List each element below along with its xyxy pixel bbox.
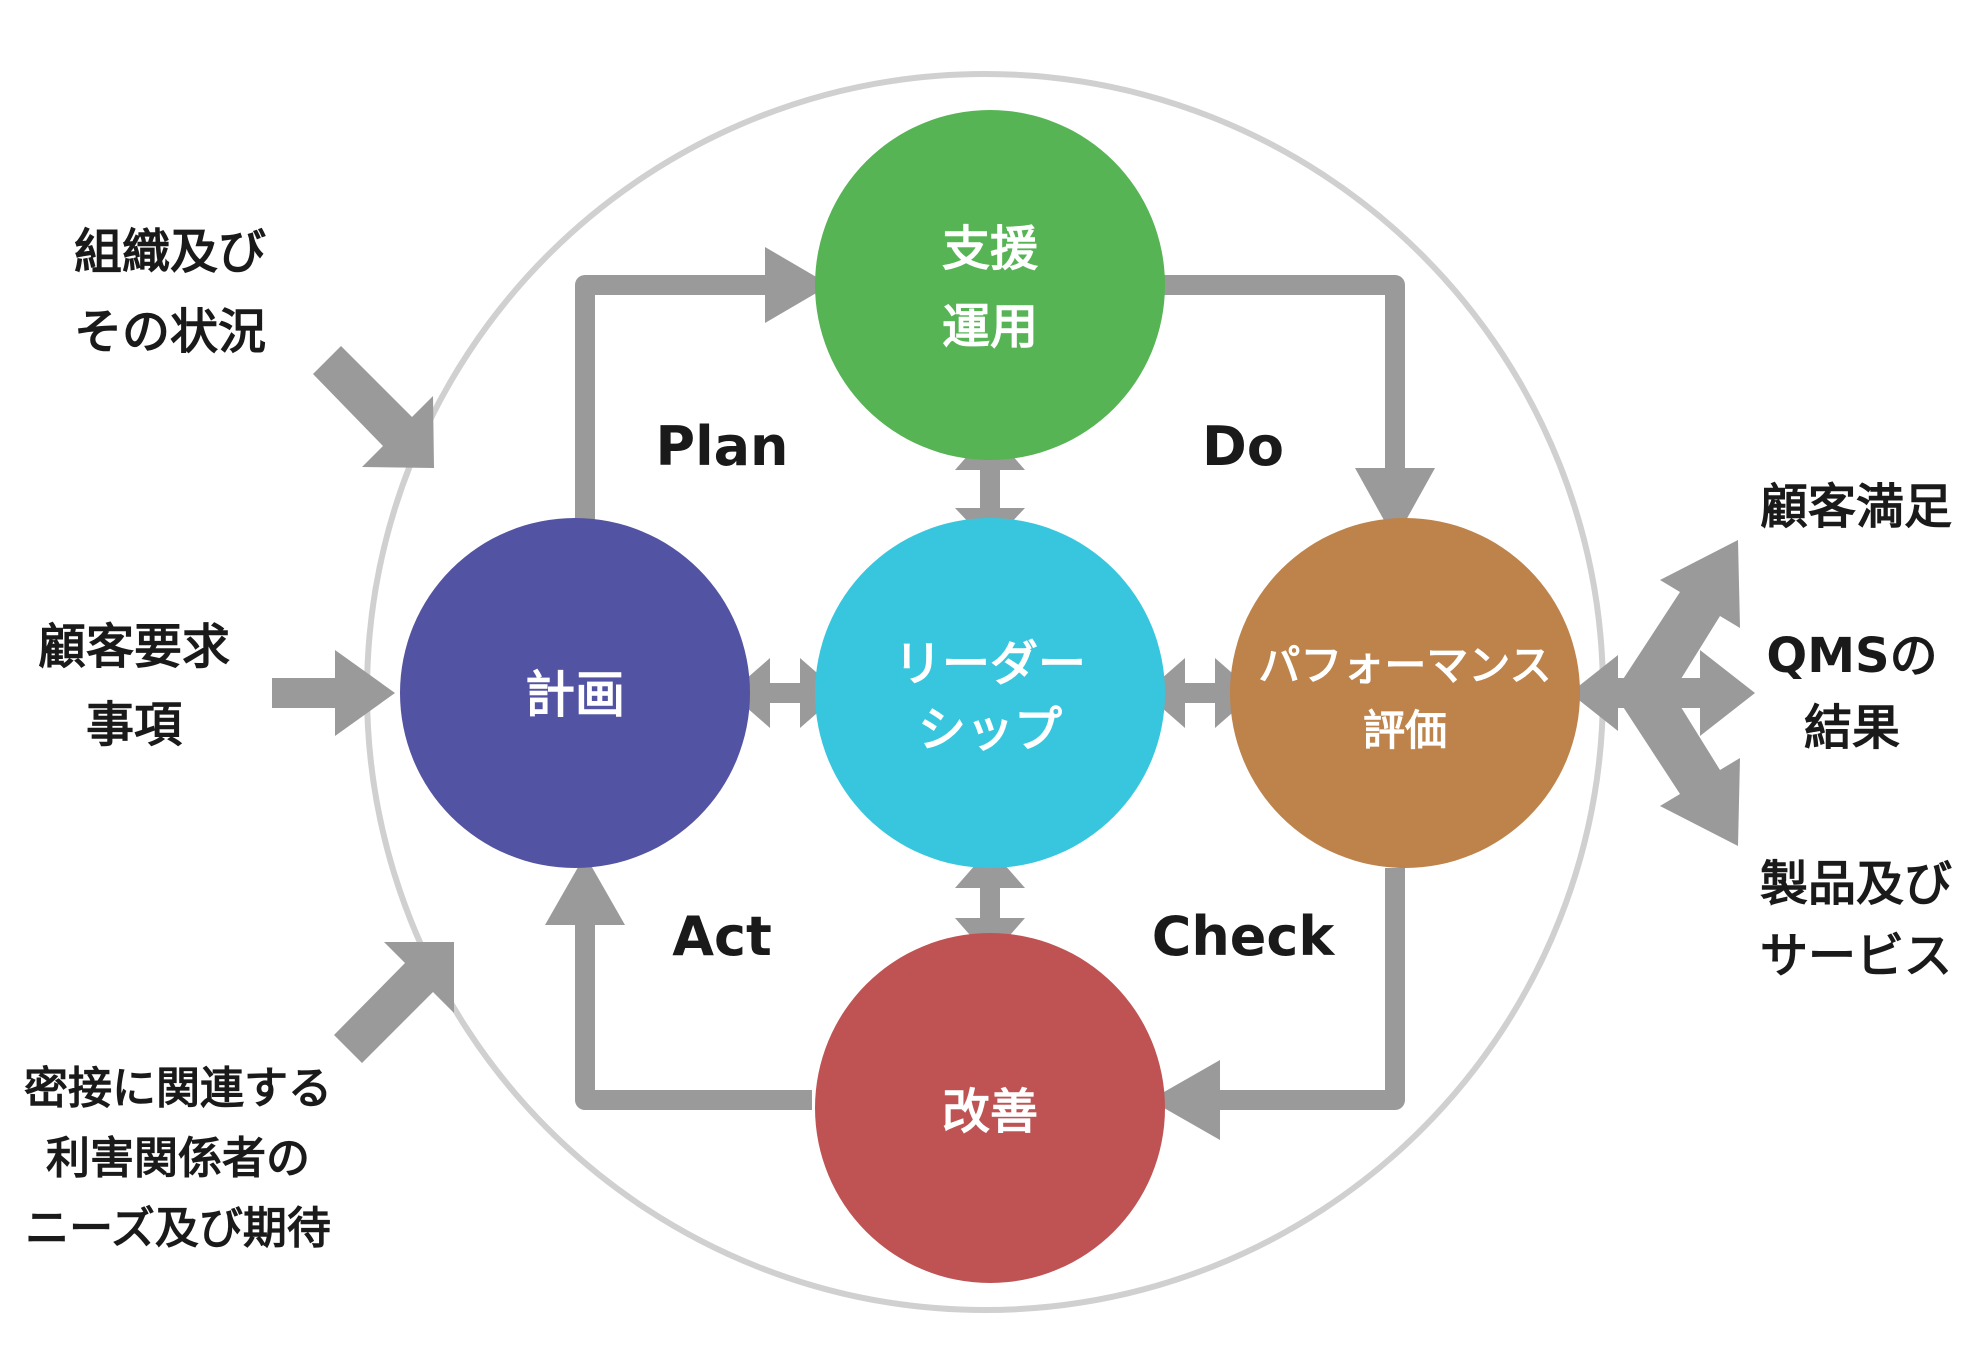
output-qms-results-label-line2: 結果 xyxy=(1804,700,1900,756)
phase-plan-label: Plan xyxy=(656,415,789,478)
arrowhead-into-improvement xyxy=(1150,1060,1220,1140)
node-support-label-line1: 支援 xyxy=(942,221,1039,277)
phase-do-label: Do xyxy=(1202,415,1284,478)
phase-act-label: Act xyxy=(672,905,772,968)
node-leadership xyxy=(815,518,1165,868)
node-evaluation-label-line2: 評価 xyxy=(1363,706,1447,755)
arrowhead-into-plan xyxy=(545,855,625,925)
pdca-cycle-arrowheads xyxy=(545,247,1435,1140)
double-arrow-leadership-evaluation xyxy=(1145,658,1255,728)
output-arrow-products xyxy=(1616,670,1740,846)
node-support xyxy=(815,110,1165,460)
node-support-label-line2: 運用 xyxy=(942,299,1038,355)
arrowhead-into-support xyxy=(765,247,830,323)
arrowhead-into-evaluation xyxy=(1355,468,1435,540)
input-arrow-requirements xyxy=(272,650,395,736)
input-context-label-line1: 組織及び xyxy=(74,224,266,280)
output-qms-results-label-line1: QMSの xyxy=(1766,628,1937,684)
input-parties-label-line2: 利害関係者の xyxy=(46,1133,310,1184)
node-evaluation-label-line1: パフォーマンス xyxy=(1258,641,1551,690)
output-arrow-hub xyxy=(1570,655,1650,731)
input-arrow-parties xyxy=(334,942,454,1063)
output-arrows xyxy=(1570,540,1755,846)
output-satisfaction-label: 顧客満足 xyxy=(1760,479,1952,535)
pdca-cycle-connectors xyxy=(575,275,1405,1110)
node-improvement-label: 改善 xyxy=(942,1084,1038,1140)
input-arrows xyxy=(272,346,454,1063)
input-parties-label-line1: 密接に関連する xyxy=(24,1063,332,1114)
node-plan xyxy=(400,518,750,868)
connector-plan-to-support xyxy=(575,275,768,520)
input-context-label-line2: その状況 xyxy=(74,304,266,360)
output-arrow-qms-results xyxy=(1640,650,1755,736)
input-parties-label-line3: ニーズ及び期待 xyxy=(25,1203,331,1254)
phase-check-label: Check xyxy=(1152,905,1336,968)
output-products-label-line2: サービス xyxy=(1760,928,1952,984)
output-arrow-satisfaction xyxy=(1616,540,1740,716)
node-leadership-label-line2: シップ xyxy=(918,702,1062,758)
connector-improvement-to-plan xyxy=(575,925,812,1110)
connector-evaluation-to-improvement xyxy=(1215,868,1405,1110)
input-requirements-label-line2: 事項 xyxy=(86,697,183,753)
input-requirements-label-line1: 顧客要求 xyxy=(38,619,230,675)
double-arrow-leadership-improvement xyxy=(955,848,1025,958)
node-evaluation xyxy=(1230,518,1580,868)
node-plan-label: 計画 xyxy=(525,666,625,724)
node-leadership-label-line1: リーダー xyxy=(894,636,1086,692)
input-arrow-context xyxy=(313,346,434,468)
node-improvement xyxy=(815,933,1165,1283)
output-products-label-line1: 製品及び xyxy=(1760,856,1952,912)
double-arrow-plan-leadership xyxy=(730,658,840,728)
connector-support-to-evaluation xyxy=(1162,275,1405,470)
